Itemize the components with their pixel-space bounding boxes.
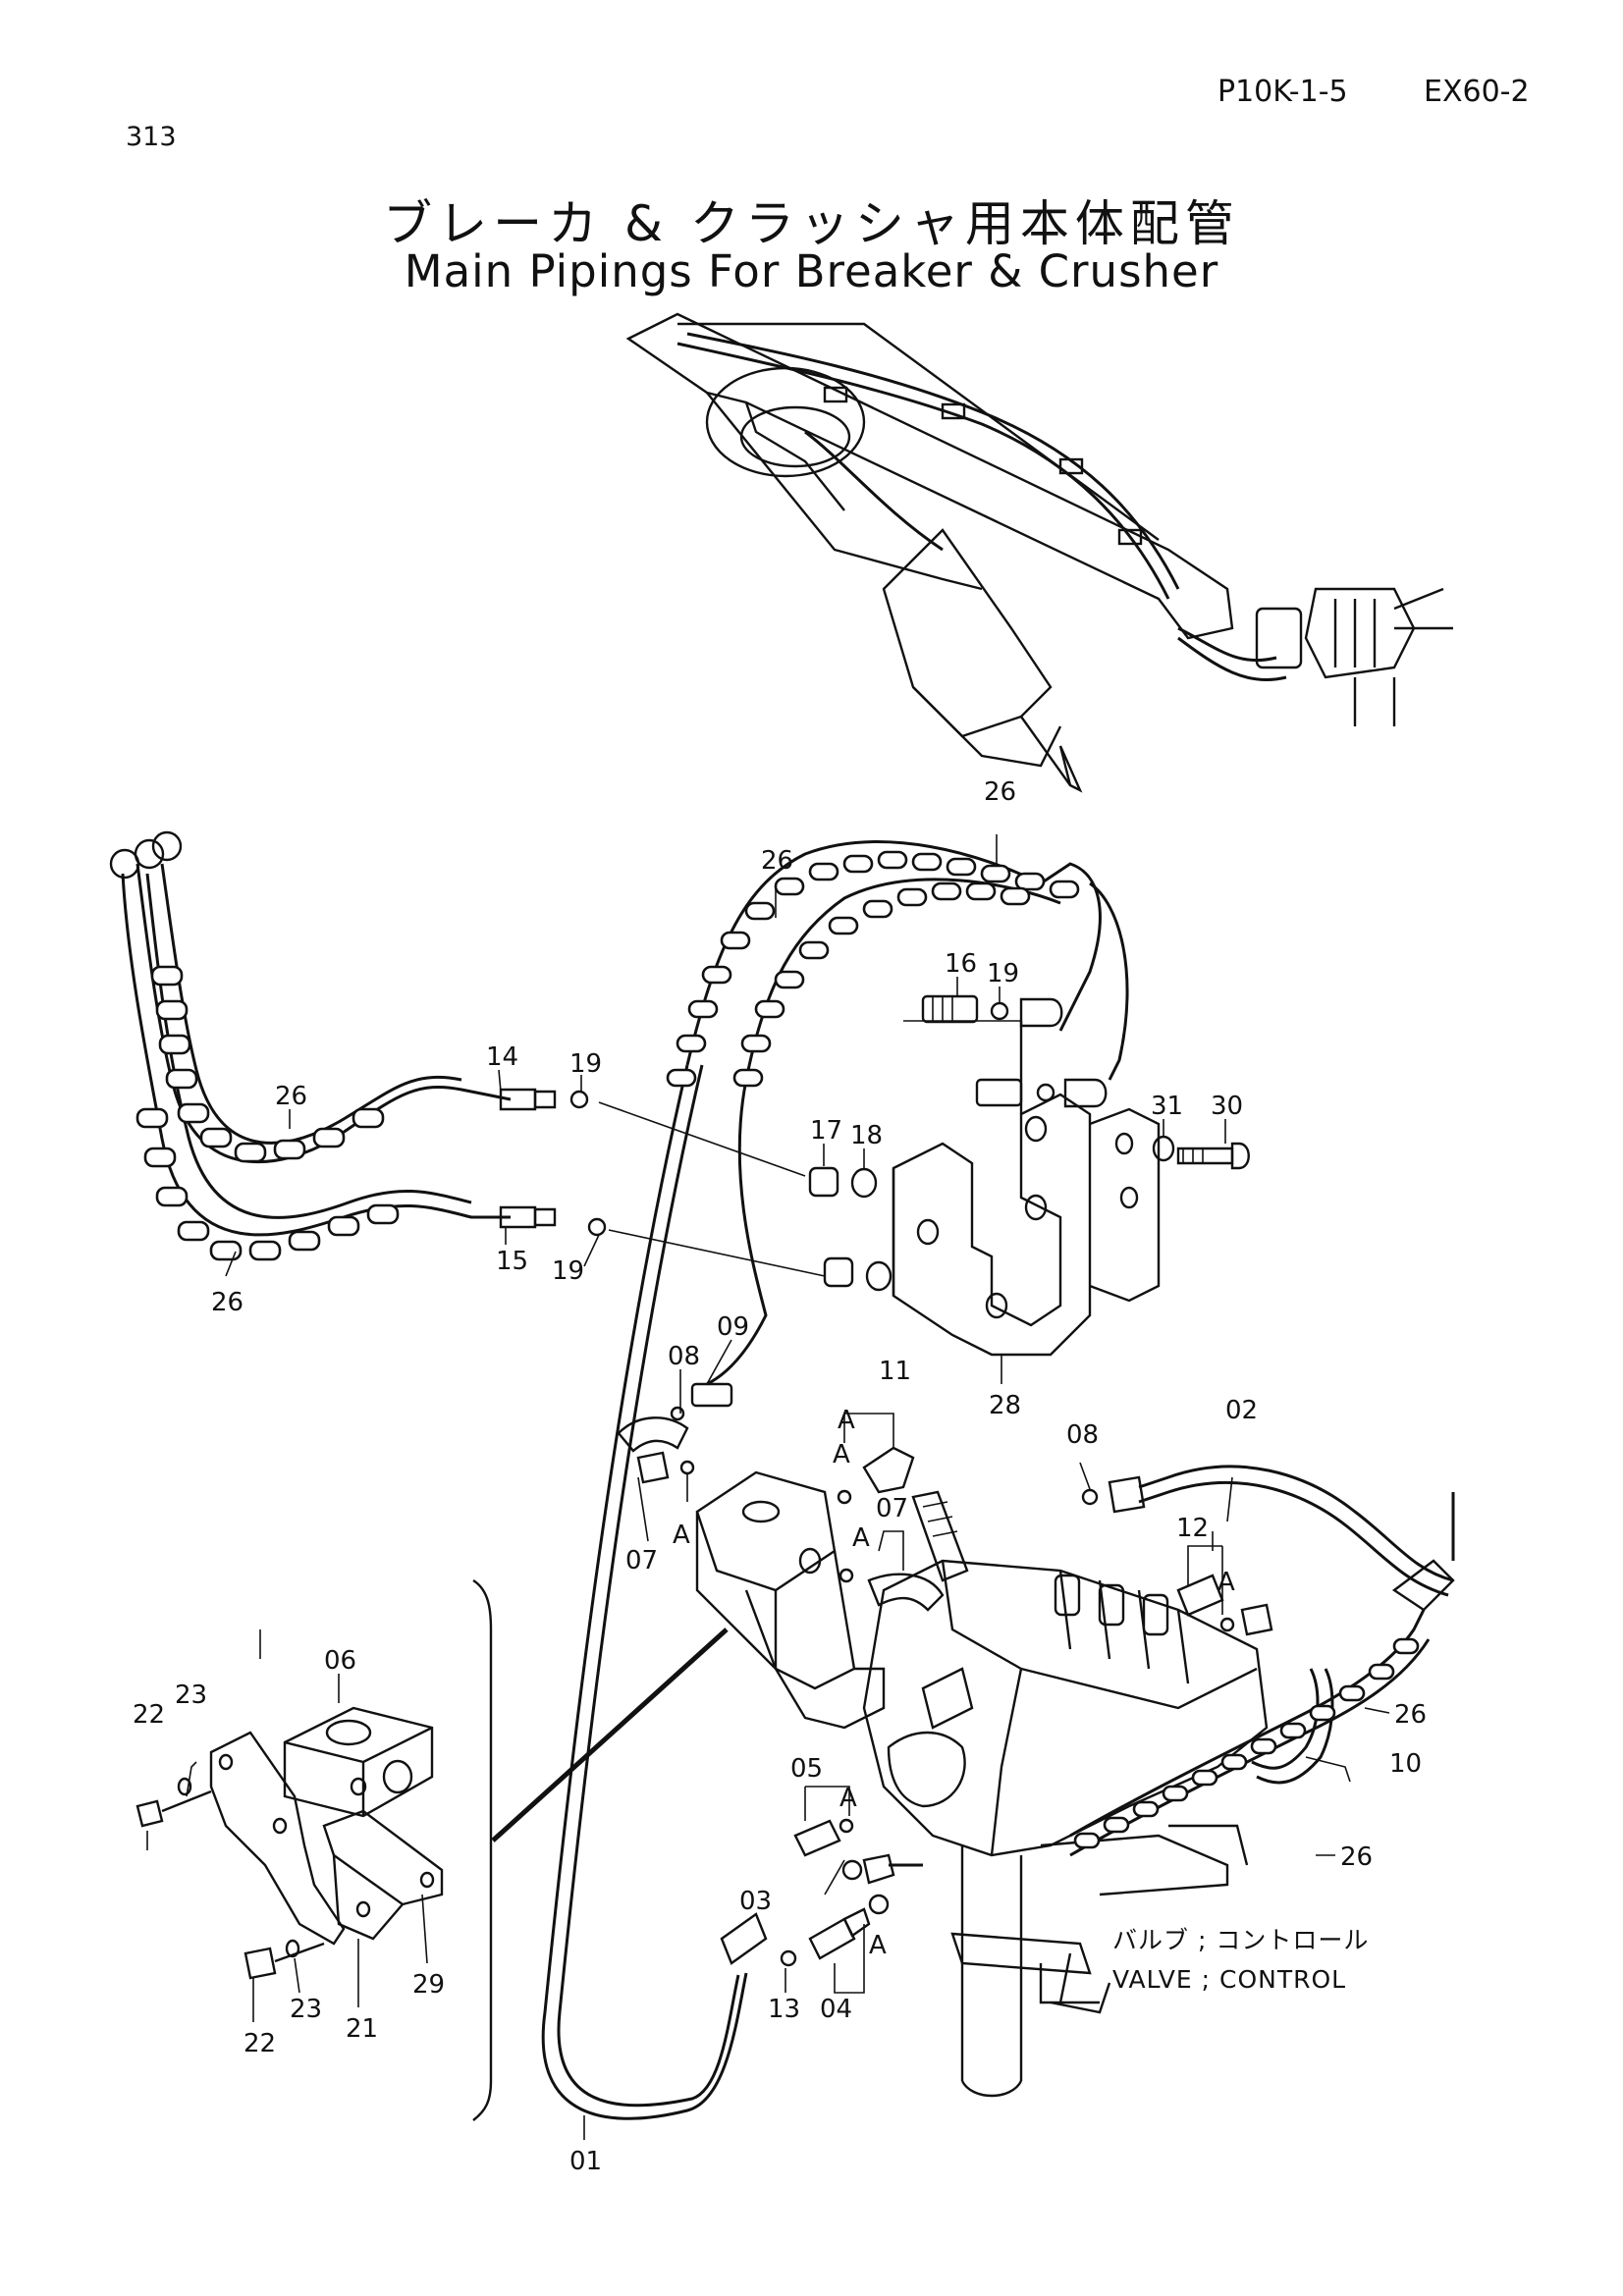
valve-label-english: VALVE ; CONTROL [1112, 1965, 1346, 1994]
callout-26-left-lower: 26 [211, 1288, 243, 1317]
callout-26-right-upper: 26 [1394, 1700, 1427, 1730]
hose-01 [541, 840, 1129, 2120]
page-number: 313 [126, 122, 177, 152]
callout-A-2: A [833, 1440, 850, 1469]
hoses-14-15 [109, 830, 826, 1277]
callout-18: 18 [850, 1121, 883, 1150]
valve-label: バルブ ; コントロール VALVE ; CONTROL [1112, 1926, 1369, 1994]
callout-03: 03 [739, 1887, 772, 1916]
callout-09: 09 [717, 1312, 749, 1342]
callout-21: 21 [346, 2014, 378, 2044]
block-06-center [695, 1470, 886, 1730]
callout-14: 14 [486, 1042, 518, 1072]
callout-A-4: A [852, 1523, 870, 1553]
callout-22-top: 22 [133, 1700, 165, 1730]
bracket-28 [808, 1020, 1250, 1357]
callout-08-right: 08 [1066, 1420, 1099, 1450]
callout-04: 04 [820, 1995, 852, 2024]
leader-lines [146, 834, 1390, 2140]
fittings-16-19 [921, 994, 1108, 1108]
callout-19-b: 19 [552, 1256, 584, 1286]
callout-15: 15 [496, 1247, 528, 1276]
callout-23-top: 23 [175, 1681, 207, 1710]
callout-A-7: A [869, 1931, 887, 1960]
callout-A-1: A [838, 1406, 855, 1435]
callout-05: 05 [790, 1754, 823, 1784]
valve-label-japanese: バルブ ; コントロール [1112, 1926, 1369, 1954]
callout-26-mid: 26 [761, 846, 793, 876]
detail-block-06 [135, 1706, 444, 1980]
callout-28: 28 [989, 1391, 1021, 1420]
spiral-guard-upper [666, 850, 1080, 1088]
callout-07-center: 07 [876, 1494, 908, 1523]
callout-19-a: 19 [569, 1049, 602, 1079]
callout-08-left: 08 [668, 1342, 700, 1371]
model-code: EX60-2 [1424, 75, 1530, 109]
callout-01: 01 [569, 2147, 602, 2176]
part-callouts: 26 26 26 26 14 19 15 19 16 19 17 18 31 3… [133, 777, 1427, 2176]
callout-26-top: 26 [984, 777, 1016, 807]
callout-10: 10 [1389, 1749, 1422, 1779]
callout-12: 12 [1176, 1514, 1209, 1543]
spiral-guard-right [1073, 1637, 1420, 1849]
spiral-guard-left [135, 965, 400, 1261]
callout-A-3: A [673, 1521, 690, 1550]
callout-06: 06 [324, 1646, 356, 1676]
callout-A-5: A [1217, 1568, 1235, 1597]
hoses-02-10 [1069, 1465, 1455, 1857]
callout-23-bottom: 23 [290, 1995, 322, 2024]
control-valve-body [862, 1559, 1269, 2098]
callout-16: 16 [945, 949, 977, 979]
brace-lines [259, 1578, 729, 2121]
callout-13: 13 [768, 1995, 800, 2024]
excavator-arm-illustration [625, 312, 1453, 793]
callout-30: 30 [1211, 1092, 1243, 1121]
callout-02: 02 [1225, 1396, 1258, 1425]
title-english: Main Pipings For Breaker & Crusher [404, 245, 1219, 297]
callout-07-left: 07 [625, 1546, 658, 1575]
reference-code: P10K-1-5 [1217, 75, 1348, 109]
callout-17: 17 [810, 1116, 842, 1146]
callout-31: 31 [1151, 1092, 1183, 1121]
callout-A-6: A [839, 1784, 857, 1813]
callout-26-left-upper: 26 [275, 1082, 307, 1111]
callout-26-right-lower: 26 [1340, 1842, 1373, 1872]
callout-11: 11 [879, 1357, 911, 1386]
callout-19-c: 19 [987, 959, 1019, 988]
callout-22-bottom: 22 [243, 2029, 276, 2058]
elbow-fittings [617, 1382, 969, 1612]
fittings-05-03-04-13 [780, 1818, 923, 1967]
title-japanese: ブレーカ & クラッシャ用本体配管 [383, 195, 1240, 252]
callout-29: 29 [412, 1970, 445, 2000]
